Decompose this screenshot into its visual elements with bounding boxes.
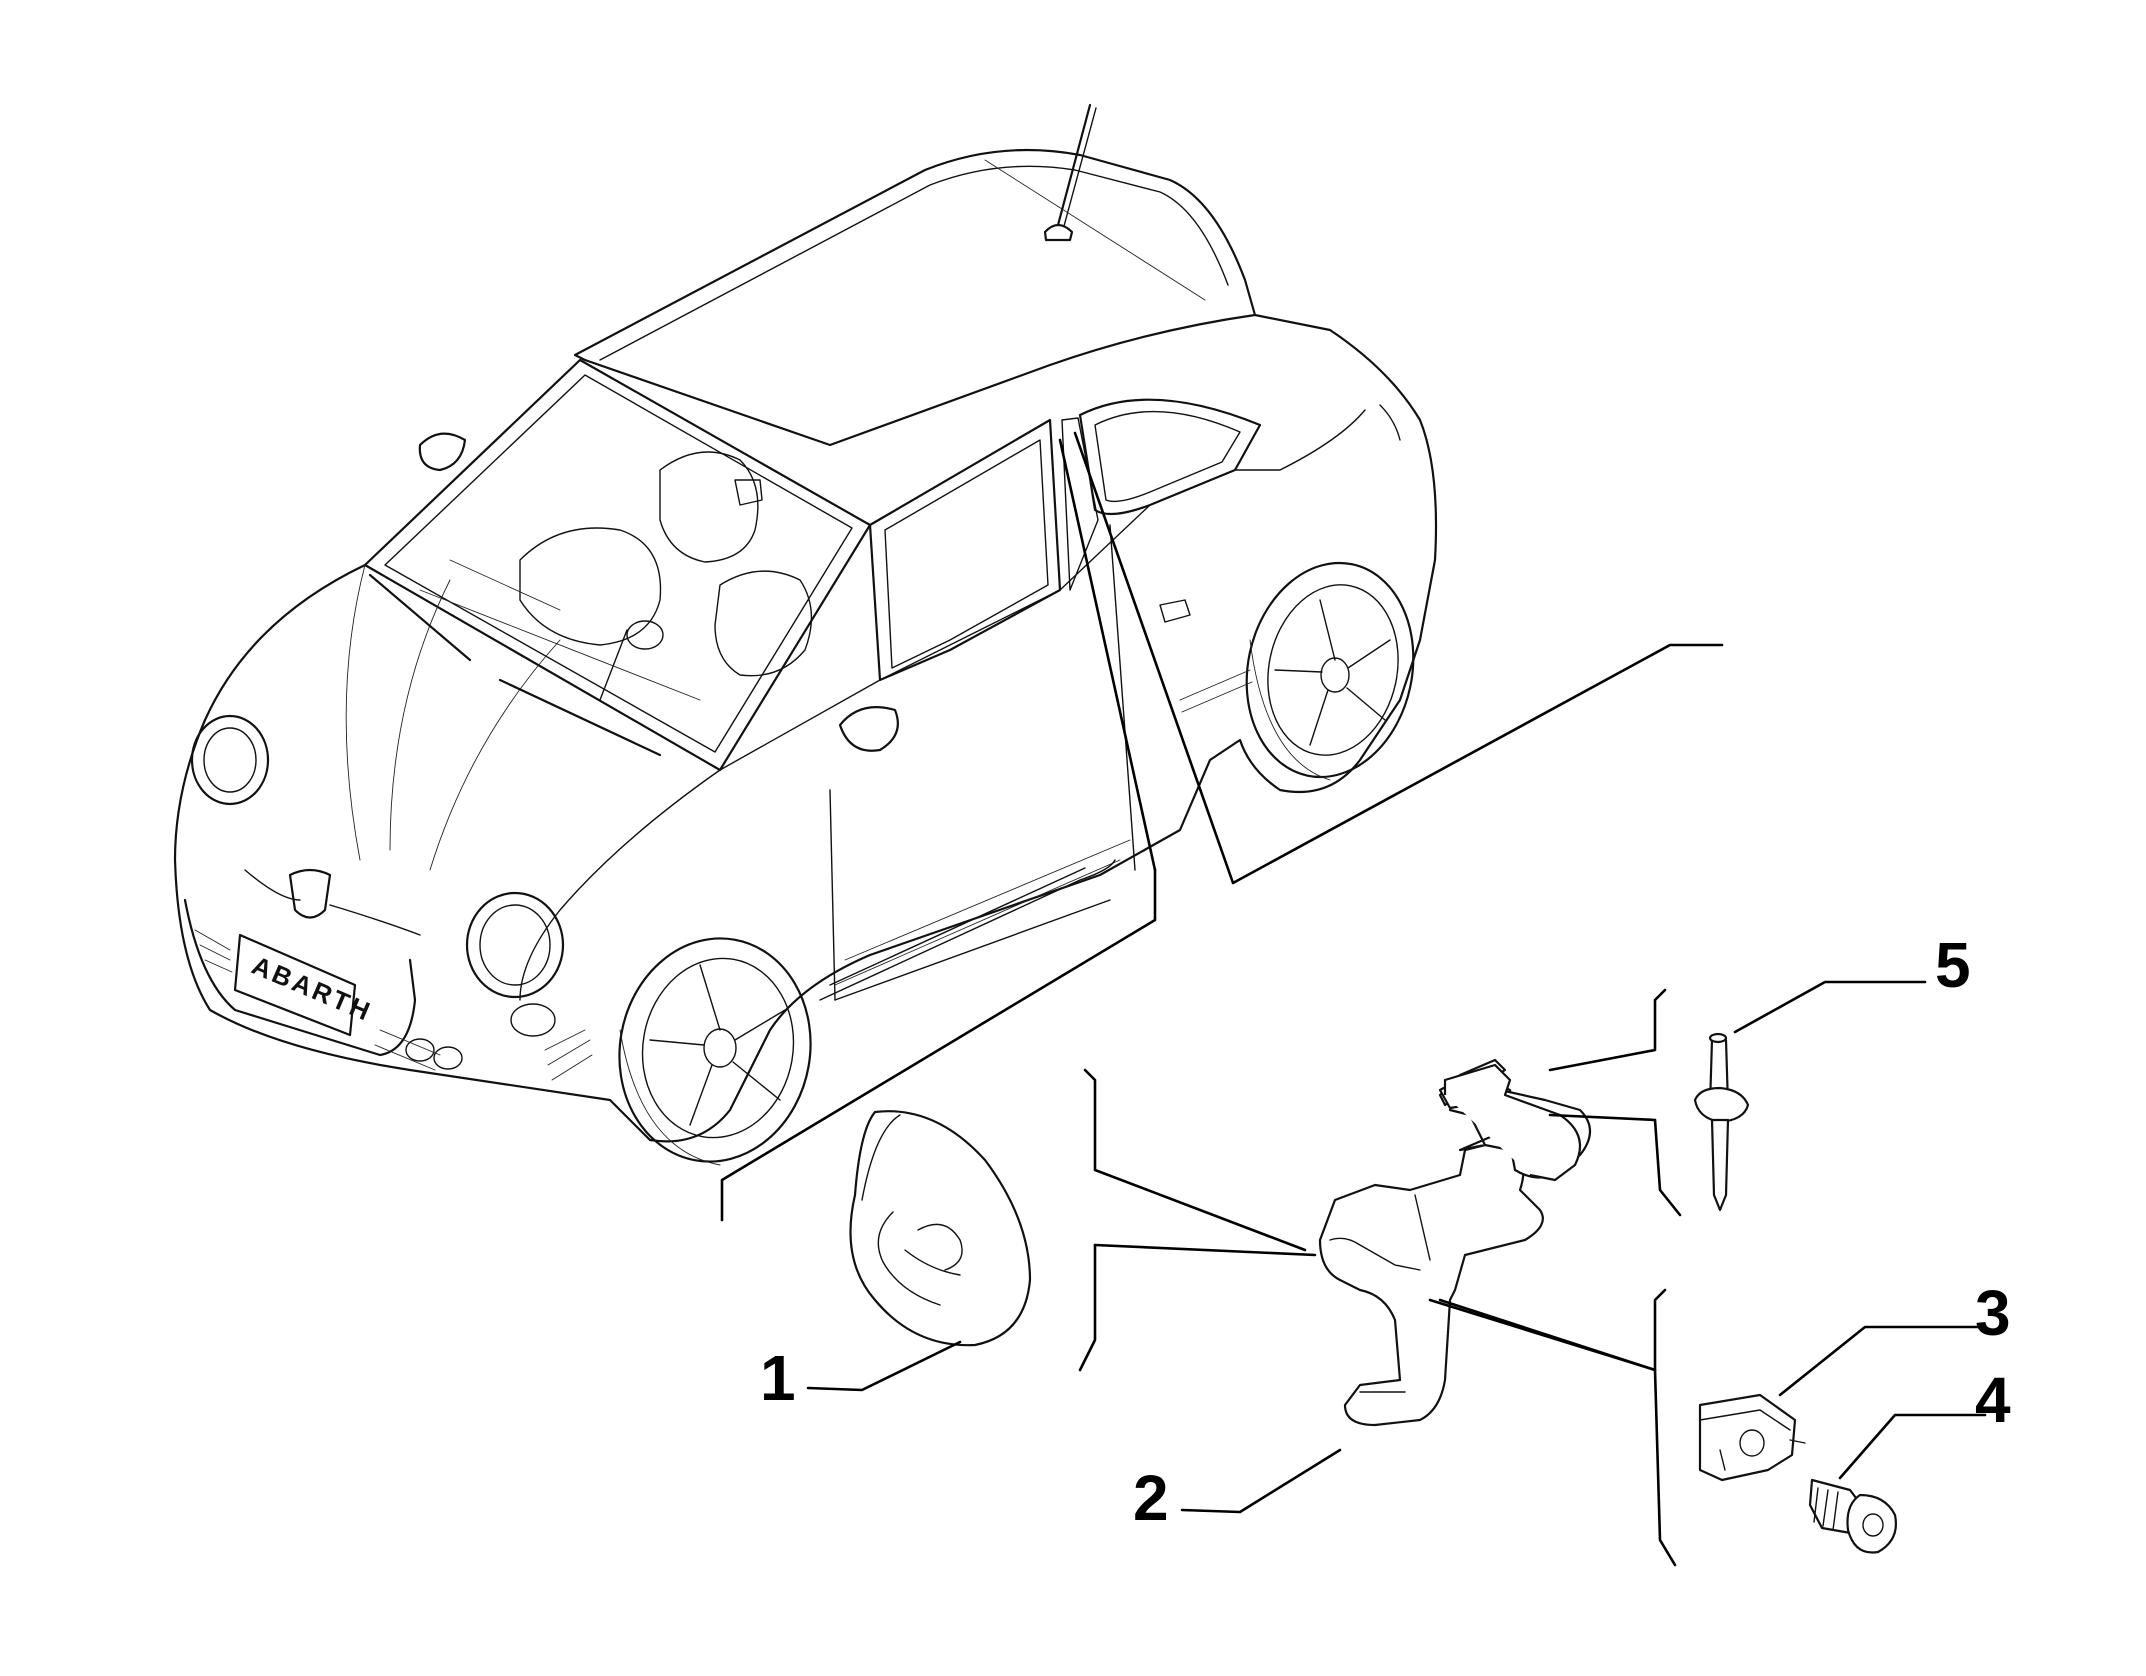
side-windows <box>868 398 1262 682</box>
callout-leaders <box>720 431 1987 1567</box>
front-wheel <box>618 937 812 1166</box>
callout-5: 5 <box>1935 929 1971 1001</box>
callout-4: 4 <box>1975 1364 2011 1436</box>
car-front: ABARTH <box>183 714 593 1081</box>
interior <box>419 451 813 701</box>
callout-1: 1 <box>760 1342 796 1414</box>
windshield <box>363 358 872 772</box>
car-rear <box>1159 404 1401 713</box>
vehicle-badge-text: ABARTH <box>248 950 377 1028</box>
callout-2: 2 <box>1133 1462 1169 1534</box>
part-4-screw <box>1808 1478 1897 1554</box>
antenna <box>1043 103 1097 242</box>
part-2-bracket <box>1318 1058 1592 1427</box>
callout-labels: 1 2 3 4 5 <box>760 929 2011 1534</box>
callout-3: 3 <box>1975 1277 2011 1349</box>
roof <box>573 148 1257 447</box>
rear-wheel <box>1245 561 1415 781</box>
part-3-clip-nut <box>1698 1393 1806 1482</box>
car-illustration: ABARTH <box>173 103 1438 1166</box>
license-plate <box>233 933 357 1037</box>
part-1-badge-cap <box>849 1110 1032 1347</box>
part-5-rivet <box>1693 1032 1750 1212</box>
car-body <box>173 313 1438 1143</box>
